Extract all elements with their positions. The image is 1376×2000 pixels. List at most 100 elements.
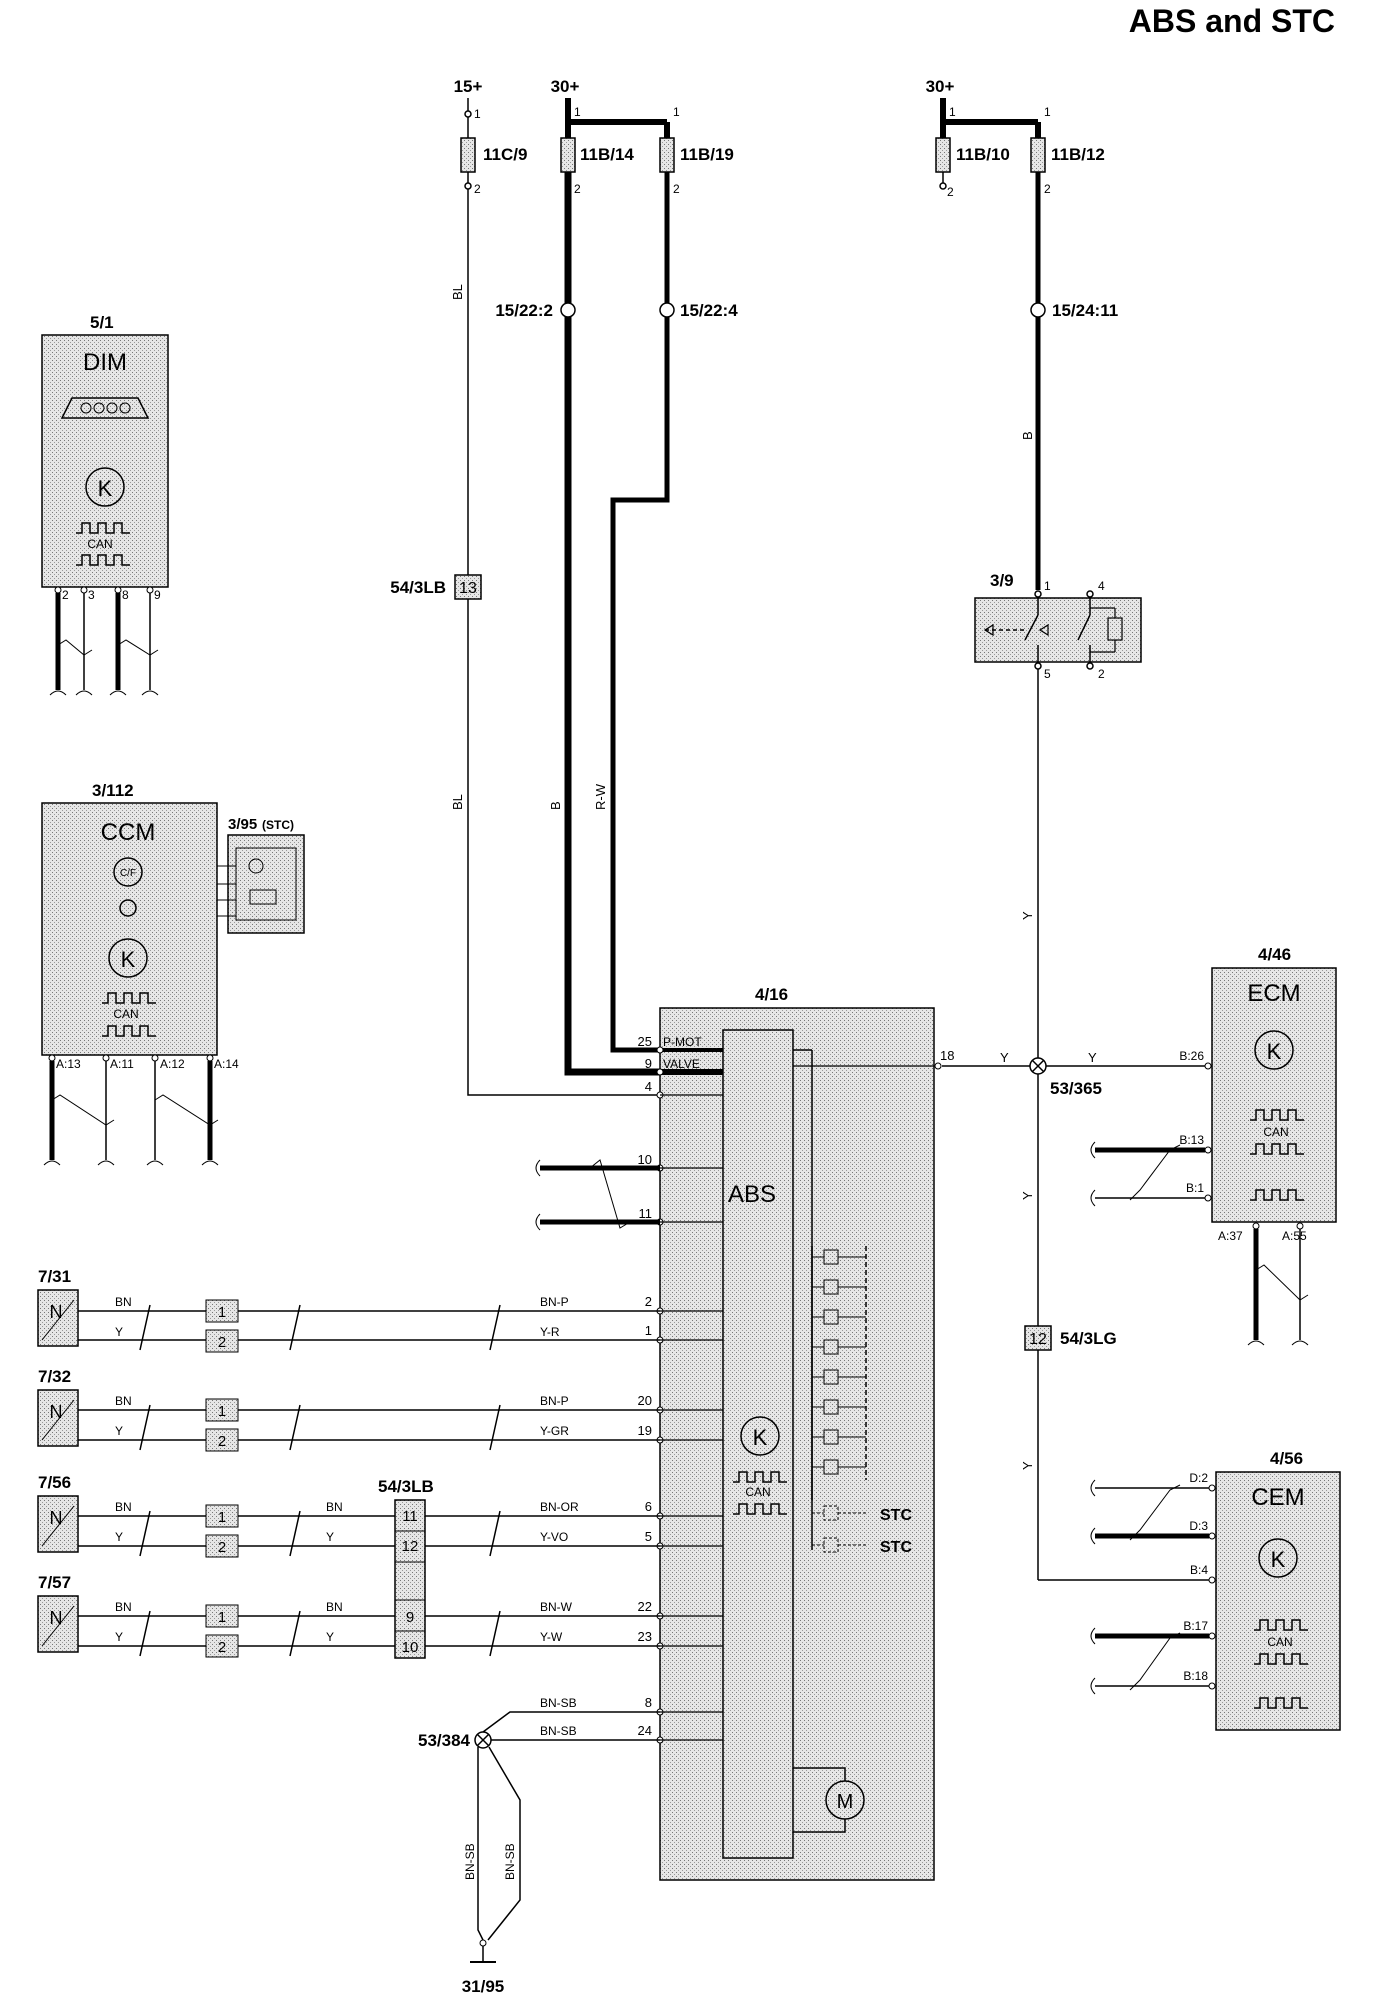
svg-text:N: N	[50, 1608, 63, 1628]
svg-text:B:26: B:26	[1179, 1049, 1204, 1063]
fuse-11b19	[659, 137, 675, 173]
sensor-7-56-ref: 7/56	[38, 1473, 71, 1492]
conn-15-22-4: 15/22:4	[680, 301, 738, 320]
svg-text:A:11: A:11	[110, 1057, 134, 1071]
sensor-7-56-t2: Y-VO	[540, 1530, 568, 1544]
svg-text:2: 2	[218, 1433, 226, 1450]
ecm-name: ECM	[1247, 980, 1300, 1007]
svg-text:5: 5	[1044, 667, 1051, 681]
conn-15-24-11: 15/24:11	[1052, 301, 1118, 320]
switch-3-95	[227, 834, 305, 934]
svg-text:20: 20	[638, 1393, 652, 1408]
fuse-11c9-label: 11C/9	[483, 145, 527, 164]
svg-text:2: 2	[218, 1539, 226, 1556]
conn-54-3lb-mid: 54/3LB	[378, 1477, 434, 1496]
ecm-can: CAN	[1263, 1125, 1288, 1139]
svg-text:19: 19	[638, 1423, 652, 1438]
sensor-7-32-t1: BN-P	[540, 1394, 569, 1408]
wire-rw: R-W	[593, 783, 608, 810]
svg-text:2: 2	[673, 182, 680, 196]
wire-y-4: Y	[1020, 1191, 1035, 1200]
svg-text:10: 10	[638, 1152, 652, 1167]
fuse-11b12	[1030, 137, 1046, 173]
wire-y-3: Y	[1088, 1050, 1097, 1065]
fuse-15-label: 15+	[454, 77, 483, 96]
sensor-7-31-w1: BN	[115, 1295, 132, 1309]
svg-text:D:3: D:3	[1189, 1519, 1208, 1533]
conn-54-3lg: 54/3LG	[1060, 1329, 1117, 1348]
wire-bnsb-4: BN-SB	[503, 1843, 517, 1880]
svg-text:4: 4	[1098, 579, 1105, 593]
ccm-pins: A:13 A:11 A:12 A:14	[48, 1054, 239, 1071]
wire-bnsb-3: BN-SB	[463, 1843, 477, 1880]
svg-text:K: K	[1271, 1547, 1286, 1572]
sensor-7-31-ref: 7/31	[38, 1267, 71, 1286]
fuse-30-label-b: 30+	[926, 77, 955, 96]
sensor-7-57-w1: BN	[115, 1600, 132, 1614]
svg-text:2: 2	[62, 588, 69, 602]
cem-can: CAN	[1267, 1635, 1292, 1649]
sensor-7-31-t2: Y-R	[540, 1325, 560, 1339]
dim-module	[41, 334, 169, 588]
wire-y-1: Y	[1020, 911, 1035, 920]
svg-text:K: K	[98, 476, 113, 501]
svg-text:2: 2	[574, 182, 581, 196]
dim-ref: 5/1	[90, 313, 114, 332]
fuse-11b14-label: 11B/14	[580, 145, 634, 164]
svg-text:6: 6	[645, 1499, 652, 1514]
switch-3-95-tag: (STC)	[262, 818, 294, 832]
svg-text:A:13: A:13	[56, 1057, 81, 1071]
svg-text:N: N	[50, 1302, 63, 1322]
conn-54-3lb-mid-block	[394, 1499, 426, 1659]
sensor-7-57-t1: BN-W	[540, 1600, 573, 1614]
cem-pins: D:2 D:3 B:4 B:17 B:18	[1183, 1471, 1216, 1690]
cem-ref: 4/56	[1270, 1449, 1303, 1468]
svg-text:5: 5	[645, 1529, 652, 1544]
svg-text:1: 1	[474, 107, 481, 121]
svg-text:2: 2	[218, 1334, 226, 1351]
svg-text:11: 11	[402, 1508, 418, 1525]
ccm-sun-icon	[119, 899, 137, 917]
sensor-7-57-t2: Y-W	[540, 1630, 563, 1644]
diagram-title: ABS and STC	[1129, 3, 1335, 39]
conn-54-3lg-pin: 12	[1029, 1331, 1047, 1348]
dim-name: DIM	[83, 349, 127, 376]
ecm-pins: B:26 B:13 B:1 A:37 A:55	[1179, 1049, 1307, 1243]
svg-text:2: 2	[947, 185, 954, 199]
ccm-cf: C/F	[120, 868, 136, 879]
svg-text:9: 9	[154, 588, 161, 602]
sensor-7-31-t1: BN-P	[540, 1295, 569, 1309]
svg-text:2: 2	[474, 182, 481, 196]
wire-bnsb-2: BN-SB	[540, 1724, 577, 1738]
svg-text:1: 1	[1044, 105, 1051, 119]
abs-ref: 4/16	[755, 985, 788, 1004]
wire-b-2: B	[1020, 431, 1035, 440]
splice-53-365: 53/365	[1050, 1079, 1102, 1098]
dim-can: CAN	[87, 537, 112, 551]
svg-text:1: 1	[1044, 579, 1051, 593]
svg-text:1: 1	[574, 105, 581, 119]
switch-3-9-ref: 3/9	[990, 571, 1014, 590]
sensor-7-56-m2: Y	[326, 1530, 334, 1544]
svg-text:18: 18	[940, 1048, 954, 1063]
svg-text:12: 12	[402, 1538, 419, 1555]
svg-text:1: 1	[218, 1403, 226, 1420]
svg-text:N: N	[50, 1508, 63, 1528]
sensor-7-56-t1: BN-OR	[540, 1500, 579, 1514]
fuse-11b10-label: 11B/10	[956, 145, 1010, 164]
sensor-7-32-ref: 7/32	[38, 1367, 71, 1386]
sensor-7-56-m1: BN	[326, 1500, 343, 1514]
wire-y-2: Y	[1000, 1050, 1009, 1065]
svg-text:B:17: B:17	[1183, 1619, 1208, 1633]
svg-text:2: 2	[1044, 182, 1051, 196]
fuse-11b10	[935, 137, 951, 173]
svg-text:8: 8	[645, 1695, 652, 1710]
ecm-ref: 4/46	[1258, 945, 1291, 964]
sensor-7-32-w2: Y	[115, 1424, 123, 1438]
ground-31-95: 31/95	[462, 1977, 505, 1996]
svg-text:1: 1	[949, 105, 956, 119]
wire-bl-2: BL	[450, 794, 465, 810]
abs-pins: 25 9 4 10 11 18 2 1 20 19 6 5 22 23 8 24	[638, 1034, 954, 1744]
svg-text:A:37: A:37	[1218, 1229, 1243, 1243]
sensor-7-56-w1: BN	[115, 1500, 132, 1514]
